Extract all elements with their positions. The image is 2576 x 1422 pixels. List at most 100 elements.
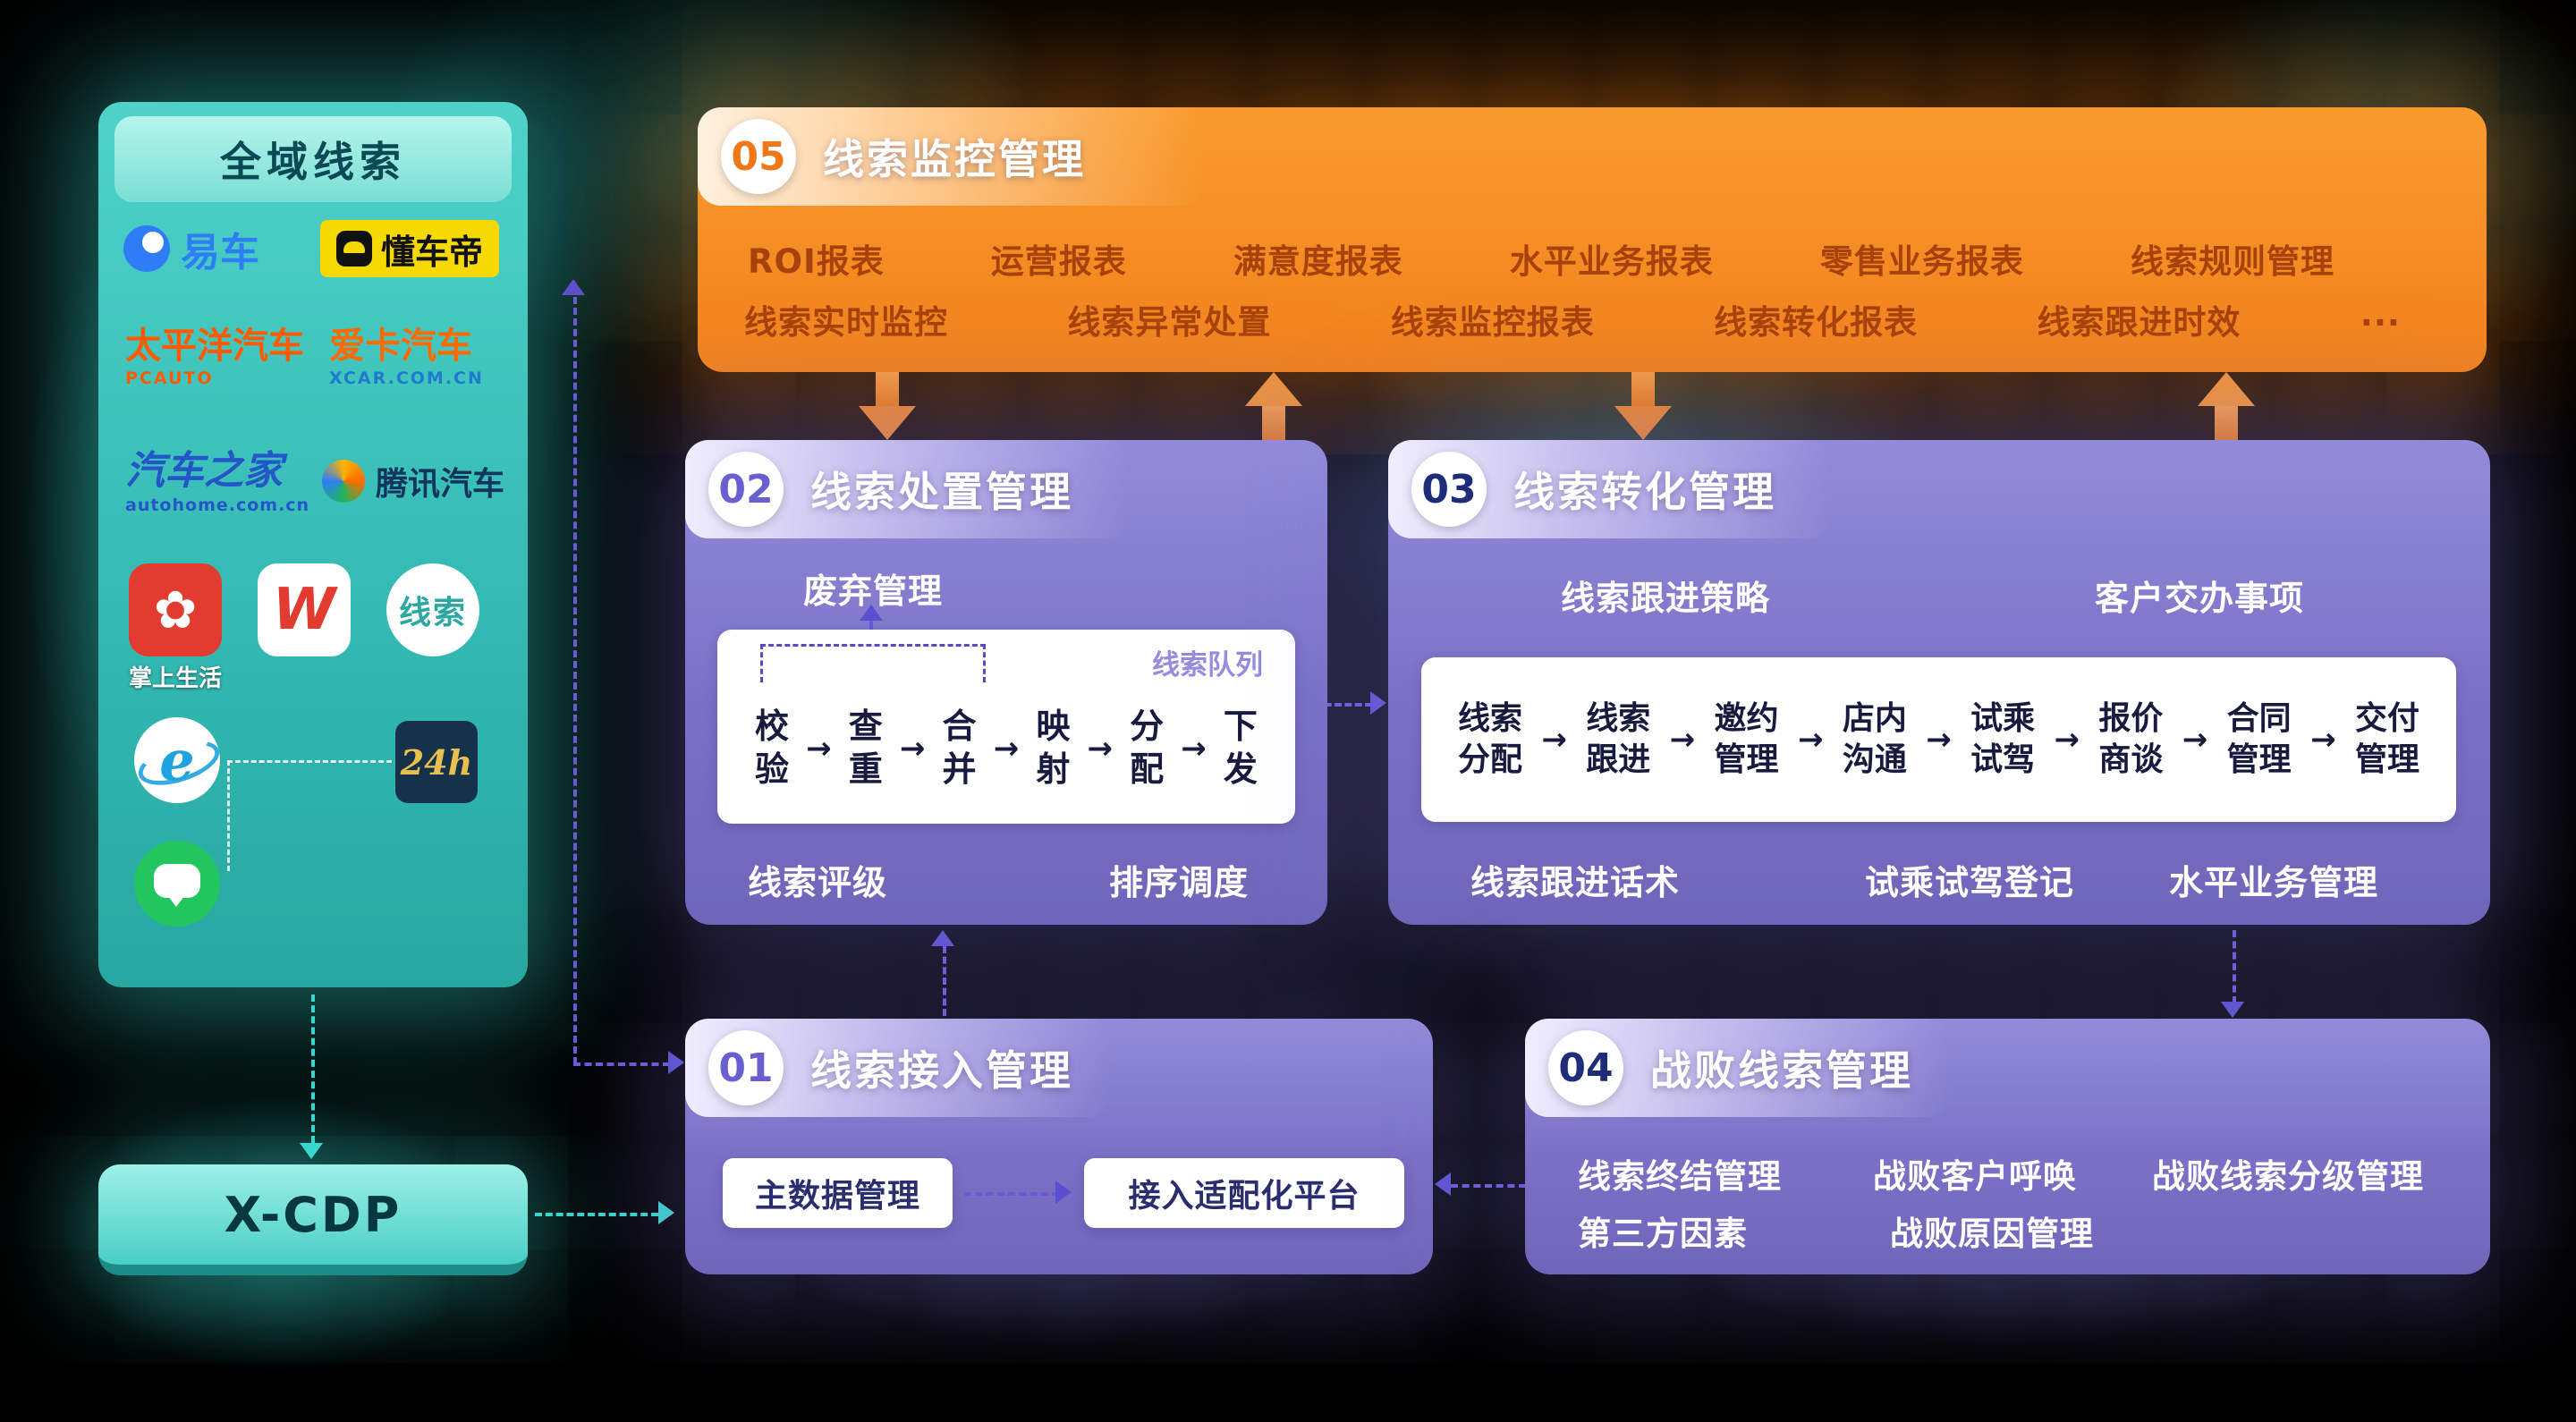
step-testdrive: 试乘试驾 <box>1970 699 2036 778</box>
arrow-up-icon <box>562 279 585 295</box>
autohome-sub-label: autohome.com.cn <box>125 495 310 516</box>
lead-rating-label: 线索评级 <box>748 863 888 902</box>
omni-leads-title: 全域线索 <box>114 116 512 202</box>
panel-lead-disposal: 02 线索处置管理 废弃管理 线索队列 校验 查重 合并 映射 分配 下发 线索… <box>685 440 1327 925</box>
lead-queue-box: 线索队列 校验 查重 合并 映射 分配 下发 <box>717 630 1295 824</box>
orange-arrow-up-icon <box>2198 372 2255 440</box>
panel-header: 04 战败线索管理 <box>1525 1019 1951 1117</box>
step-lead-assign: 线索分配 <box>1457 699 1522 778</box>
connector-leads-to-xcdp <box>311 995 315 1143</box>
xcar-logo: 爱卡汽车 XCAR.COM.CN <box>329 327 484 388</box>
arrow-head <box>2198 372 2255 406</box>
arrow-right-icon <box>1087 731 1113 766</box>
panel-title: 战败线索管理 <box>1650 1046 1913 1095</box>
arrow-right-icon <box>1798 722 1824 758</box>
panel-title: 线索监控管理 <box>823 135 1086 183</box>
testdrive-register-label: 试乘试驾登记 <box>1865 863 2075 902</box>
arrow-head <box>859 406 916 440</box>
yiche-icon <box>123 225 170 272</box>
panel-title: 线索转化管理 <box>1513 468 1776 516</box>
arrow-up-icon <box>931 930 954 946</box>
tencent-auto-label: 腾讯汽车 <box>376 466 505 503</box>
arrow-right-icon <box>668 1051 684 1074</box>
monitor-item: 水平业务报表 <box>1509 242 1714 281</box>
panel-number-badge: 01 <box>708 1030 784 1105</box>
panel-header: 02 线索处置管理 <box>685 440 1129 538</box>
connector-p01-to-p05 <box>573 297 577 1064</box>
connector-p03-to-p04 <box>2233 930 2236 1003</box>
panel-header: 03 线索转化管理 <box>1388 440 1832 538</box>
monitor-item: ROI报表 <box>748 242 885 281</box>
arrow-head <box>1614 406 1672 440</box>
car-icon <box>335 231 372 267</box>
monitor-item: 运营报表 <box>990 242 1127 281</box>
step-invite: 邀约管理 <box>1714 699 1779 778</box>
connector-p04-to-p01 <box>1451 1184 1526 1188</box>
arrow-stem <box>1262 406 1285 440</box>
defeated-lead-grading-label: 战败线索分级管理 <box>2152 1157 2424 1196</box>
arrow-up-icon <box>860 605 883 621</box>
defeat-reason-label: 战败原因管理 <box>1890 1215 2094 1253</box>
followup-strategy-label: 线索跟进策略 <box>1561 579 1771 618</box>
pcauto-sub-label: PCAUTO <box>125 368 214 388</box>
arrow-right-icon <box>1055 1181 1072 1204</box>
zhangshang-life-label: 掌上生活 <box>129 665 223 692</box>
step-assign: 分配 <box>1130 707 1165 789</box>
step-instore: 店内沟通 <box>1842 699 1907 778</box>
panel-header: 05 线索监控管理 <box>698 107 1204 206</box>
arrow-stem <box>876 372 899 406</box>
connector-p02-to-p03 <box>1304 703 1372 707</box>
arrow-right-icon <box>2182 722 2208 758</box>
panel-number-badge: 05 <box>721 119 796 194</box>
panel-number-badge: 03 <box>1411 452 1487 527</box>
connector-dash <box>227 760 230 871</box>
panel-title: 线索接入管理 <box>810 1046 1073 1095</box>
master-data-box: 主数据管理 <box>723 1158 953 1228</box>
panel-header: 01 线索接入管理 <box>685 1019 1111 1117</box>
step-lead-followup: 线索跟进 <box>1586 699 1651 778</box>
tencent-auto-icon <box>322 460 365 503</box>
monitor-item: 线索异常处置 <box>1067 303 1272 342</box>
connector-p01-to-p02 <box>943 946 946 1016</box>
arrow-right-icon <box>1181 731 1207 766</box>
monitor-item: 满意度报表 <box>1233 242 1403 281</box>
tencent-auto-logo: 腾讯汽车 <box>322 458 504 504</box>
arrow-down-icon <box>2221 1002 2244 1018</box>
panel-defeated-leads: 04 战败线索管理 线索终结管理 战败客户呼唤 战败线索分级管理 第三方因素 战… <box>1525 1019 2490 1274</box>
arrow-left-icon <box>1435 1172 1451 1196</box>
monitor-row-1: ROI报表 运营报表 满意度报表 水平业务报表 零售业务报表 线索规则管理 <box>698 234 2487 283</box>
connector-dash <box>227 760 392 763</box>
arrow-down-icon <box>300 1143 323 1159</box>
dongchedi-label: 懂车帝 <box>380 232 483 272</box>
yiche-label: 易车 <box>181 230 259 275</box>
panel-number-badge: 02 <box>708 452 784 527</box>
conversion-steps: 线索分配 线索跟进 邀约管理 店内沟通 试乘试驾 报价商谈 合同管理 交付管理 <box>1421 657 2456 822</box>
panel-lead-intake: 01 线索接入管理 主数据管理 接入适配化平台 <box>685 1019 1433 1274</box>
followup-script-label: 线索跟进话术 <box>1470 863 1681 902</box>
step-dedupe: 查重 <box>848 707 883 789</box>
panel-number-badge: 04 <box>1548 1030 1623 1105</box>
arrow-right-icon <box>1541 722 1567 758</box>
discard-bracket <box>760 644 986 682</box>
arrow-right-icon <box>658 1201 674 1224</box>
lead-queue-label: 线索队列 <box>1152 649 1263 681</box>
autohome-logo: 汽车之家 autohome.com.cn <box>125 450 310 516</box>
step-merge: 合并 <box>942 707 977 789</box>
omni-leads-panel: 全域线索 易车 懂车帝 太平洋汽车 PCAUTO 爱卡汽车 XCAR.COM.C… <box>98 102 528 987</box>
step-delivery: 交付管理 <box>2354 699 2419 778</box>
connector-xcdp-to-p01 <box>535 1213 658 1216</box>
xcar-sub-label: XCAR.COM.CN <box>329 368 484 388</box>
connector-dash <box>869 621 873 631</box>
arrow-stem <box>1631 372 1655 406</box>
monitor-row-2: 线索实时监控 线索异常处置 线索监控报表 线索转化报表 线索跟进时效 ... <box>698 295 2487 343</box>
horizontal-business-label: 水平业务管理 <box>2169 863 2379 902</box>
step-map: 映射 <box>1036 707 1071 789</box>
monitor-item: ... <box>2360 295 2401 334</box>
monitor-item: 线索实时监控 <box>744 303 948 342</box>
arrow-right-icon <box>1370 691 1386 715</box>
monitor-item: 线索规则管理 <box>2130 242 2334 281</box>
defeated-customer-recall-label: 战败客户呼唤 <box>1873 1157 2077 1196</box>
monitor-item: 线索跟进时效 <box>2037 303 2241 342</box>
wechat-icon <box>134 841 220 927</box>
